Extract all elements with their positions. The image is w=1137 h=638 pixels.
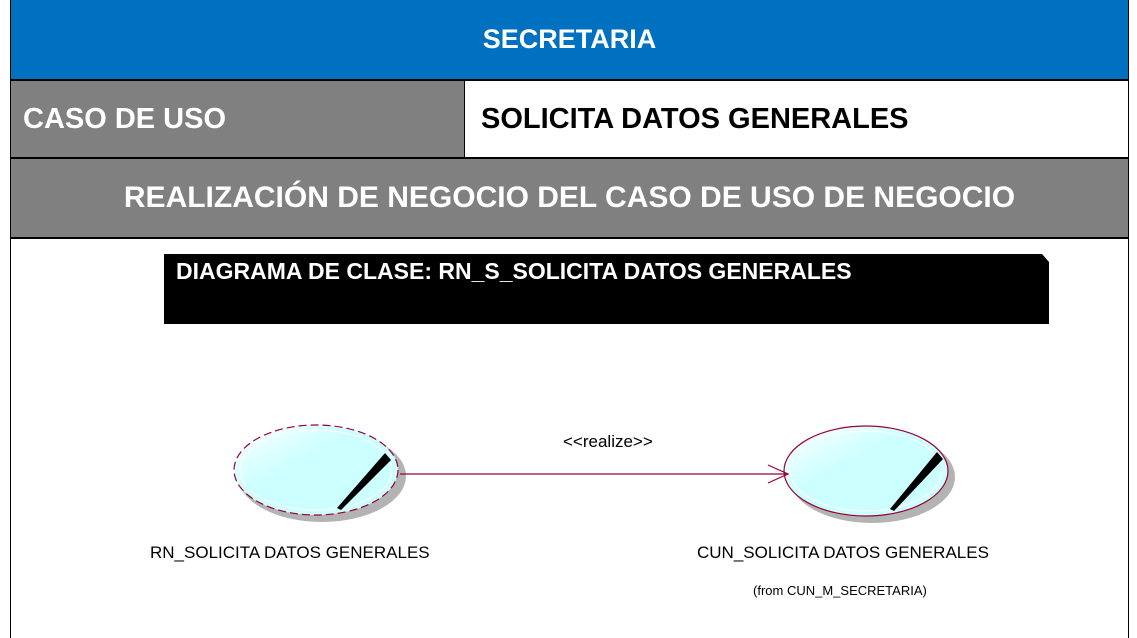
diagram-banner-title: DIAGRAMA DE CLASE: RN_S_SOLICITA DATOS G… [176, 258, 852, 284]
target-node-label: CUN_SOLICITA DATOS GENERALES [697, 543, 989, 562]
header-title: SECRETARIA [482, 24, 657, 54]
use-case-label: CASO DE USO [11, 81, 465, 157]
source-node-label: RN_SOLICITA DATOS GENERALES [150, 543, 430, 562]
realize-relation [400, 464, 790, 484]
section-title: REALIZACIÓN DE NEGOCIO DEL CASO DE USO D… [123, 181, 1016, 214]
section-row: REALIZACIÓN DE NEGOCIO DEL CASO DE USO D… [10, 158, 1129, 238]
relation-stereotype-label: <<realize>> [563, 432, 653, 451]
diagram-banner-shape [164, 254, 1049, 324]
header-row: SECRETARIA [10, 0, 1129, 80]
target-use-case-node [783, 425, 955, 523]
source-realization-node [233, 424, 406, 522]
use-case-value: SOLICITA DATOS GENERALES [481, 102, 909, 135]
use-case-row: CASO DE USO SOLICITA DATOS GENERALES [10, 80, 1129, 158]
target-node-origin: (from CUN_M_SECRETARIA) [753, 583, 927, 598]
